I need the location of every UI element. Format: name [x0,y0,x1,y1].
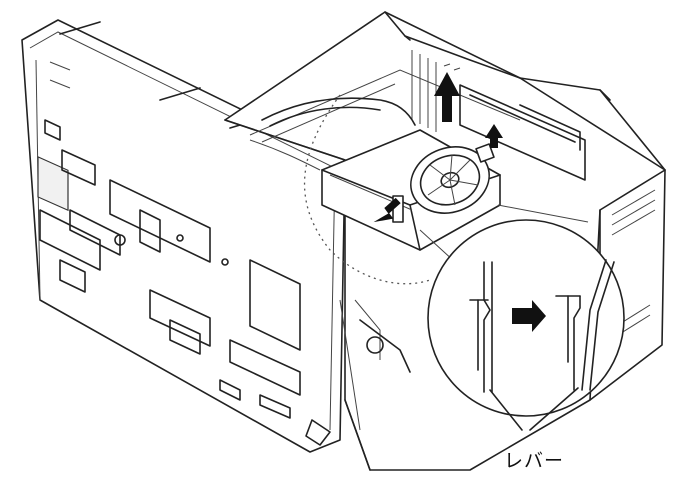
lever-label: レバー [504,450,565,472]
fan-duct-unit [321,129,501,251]
small-up-arrow [485,124,503,148]
zoom-callout [419,204,625,431]
lift-arrows [373,72,503,223]
down-left-arrow [373,197,401,223]
right-arrow [512,300,546,332]
large-up-arrow [434,72,460,122]
